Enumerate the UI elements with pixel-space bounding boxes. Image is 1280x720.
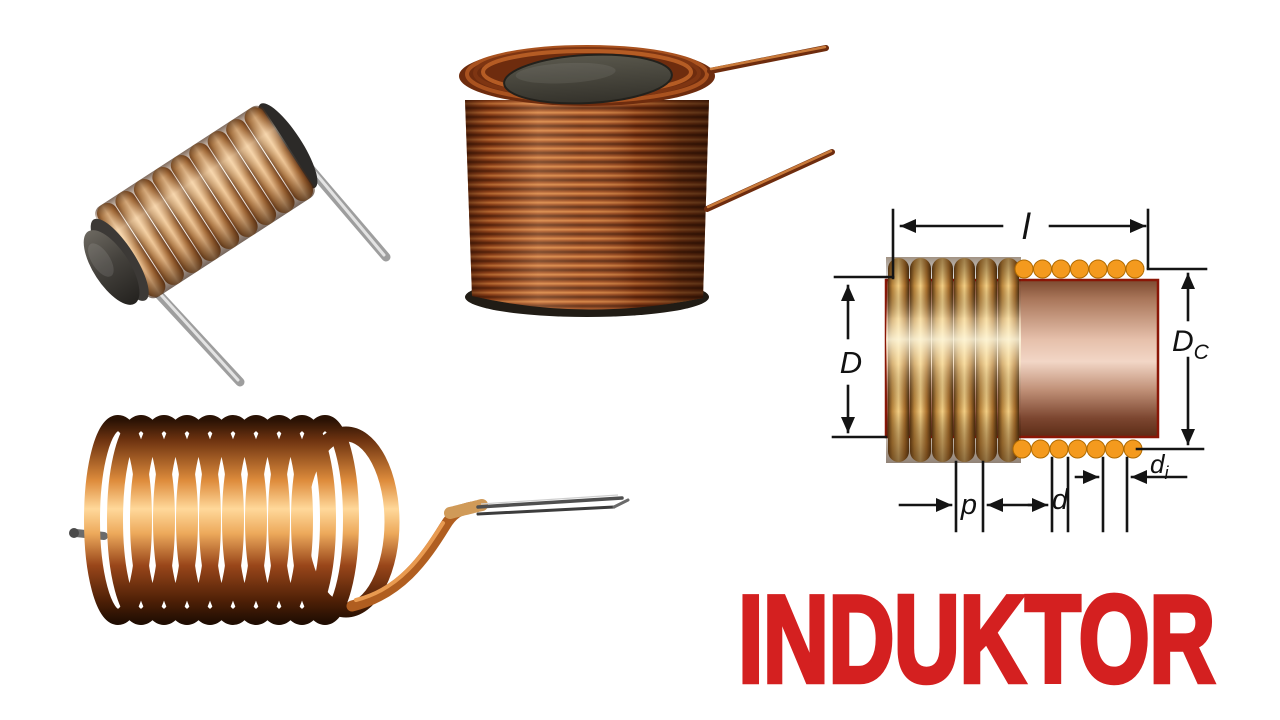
stripped-wire-strands	[476, 494, 630, 516]
spring-open-end-ring	[292, 426, 400, 618]
rod-inductor-body	[83, 103, 318, 305]
air-core-spring-coil-photo	[69, 415, 630, 625]
label-wire-diameter: d	[1052, 484, 1069, 516]
bobbin-body-shading	[465, 100, 709, 310]
winding-dimension-diagram: l D DC p d di	[831, 206, 1210, 533]
label-winding-diameter: D	[840, 345, 862, 380]
spring-exit-wire	[346, 494, 630, 612]
bobbin-core-inductor-photo	[459, 45, 835, 317]
label-coil-length: l	[1022, 206, 1031, 247]
ferrite-disc	[503, 53, 673, 105]
wire-cross-section-dots	[1012, 259, 1145, 459]
diagram-winding-turns	[886, 257, 1021, 463]
dimension-lines	[831, 208, 1208, 533]
rod-core-inductor-photo	[83, 103, 391, 387]
diagram-winding-shading	[886, 257, 1021, 463]
label-pitch: p	[960, 489, 977, 521]
bobbin-copper-leads	[704, 45, 835, 212]
label-core-diameter: DC	[1172, 325, 1210, 364]
induktor-title: INDUKTOR	[738, 571, 1215, 710]
ferrite-rod-cap	[83, 218, 149, 305]
label-bare-wire-diameter: di	[1150, 449, 1169, 483]
spring-coil-turns	[84, 415, 400, 625]
rod-cylinder-shading	[95, 105, 315, 299]
